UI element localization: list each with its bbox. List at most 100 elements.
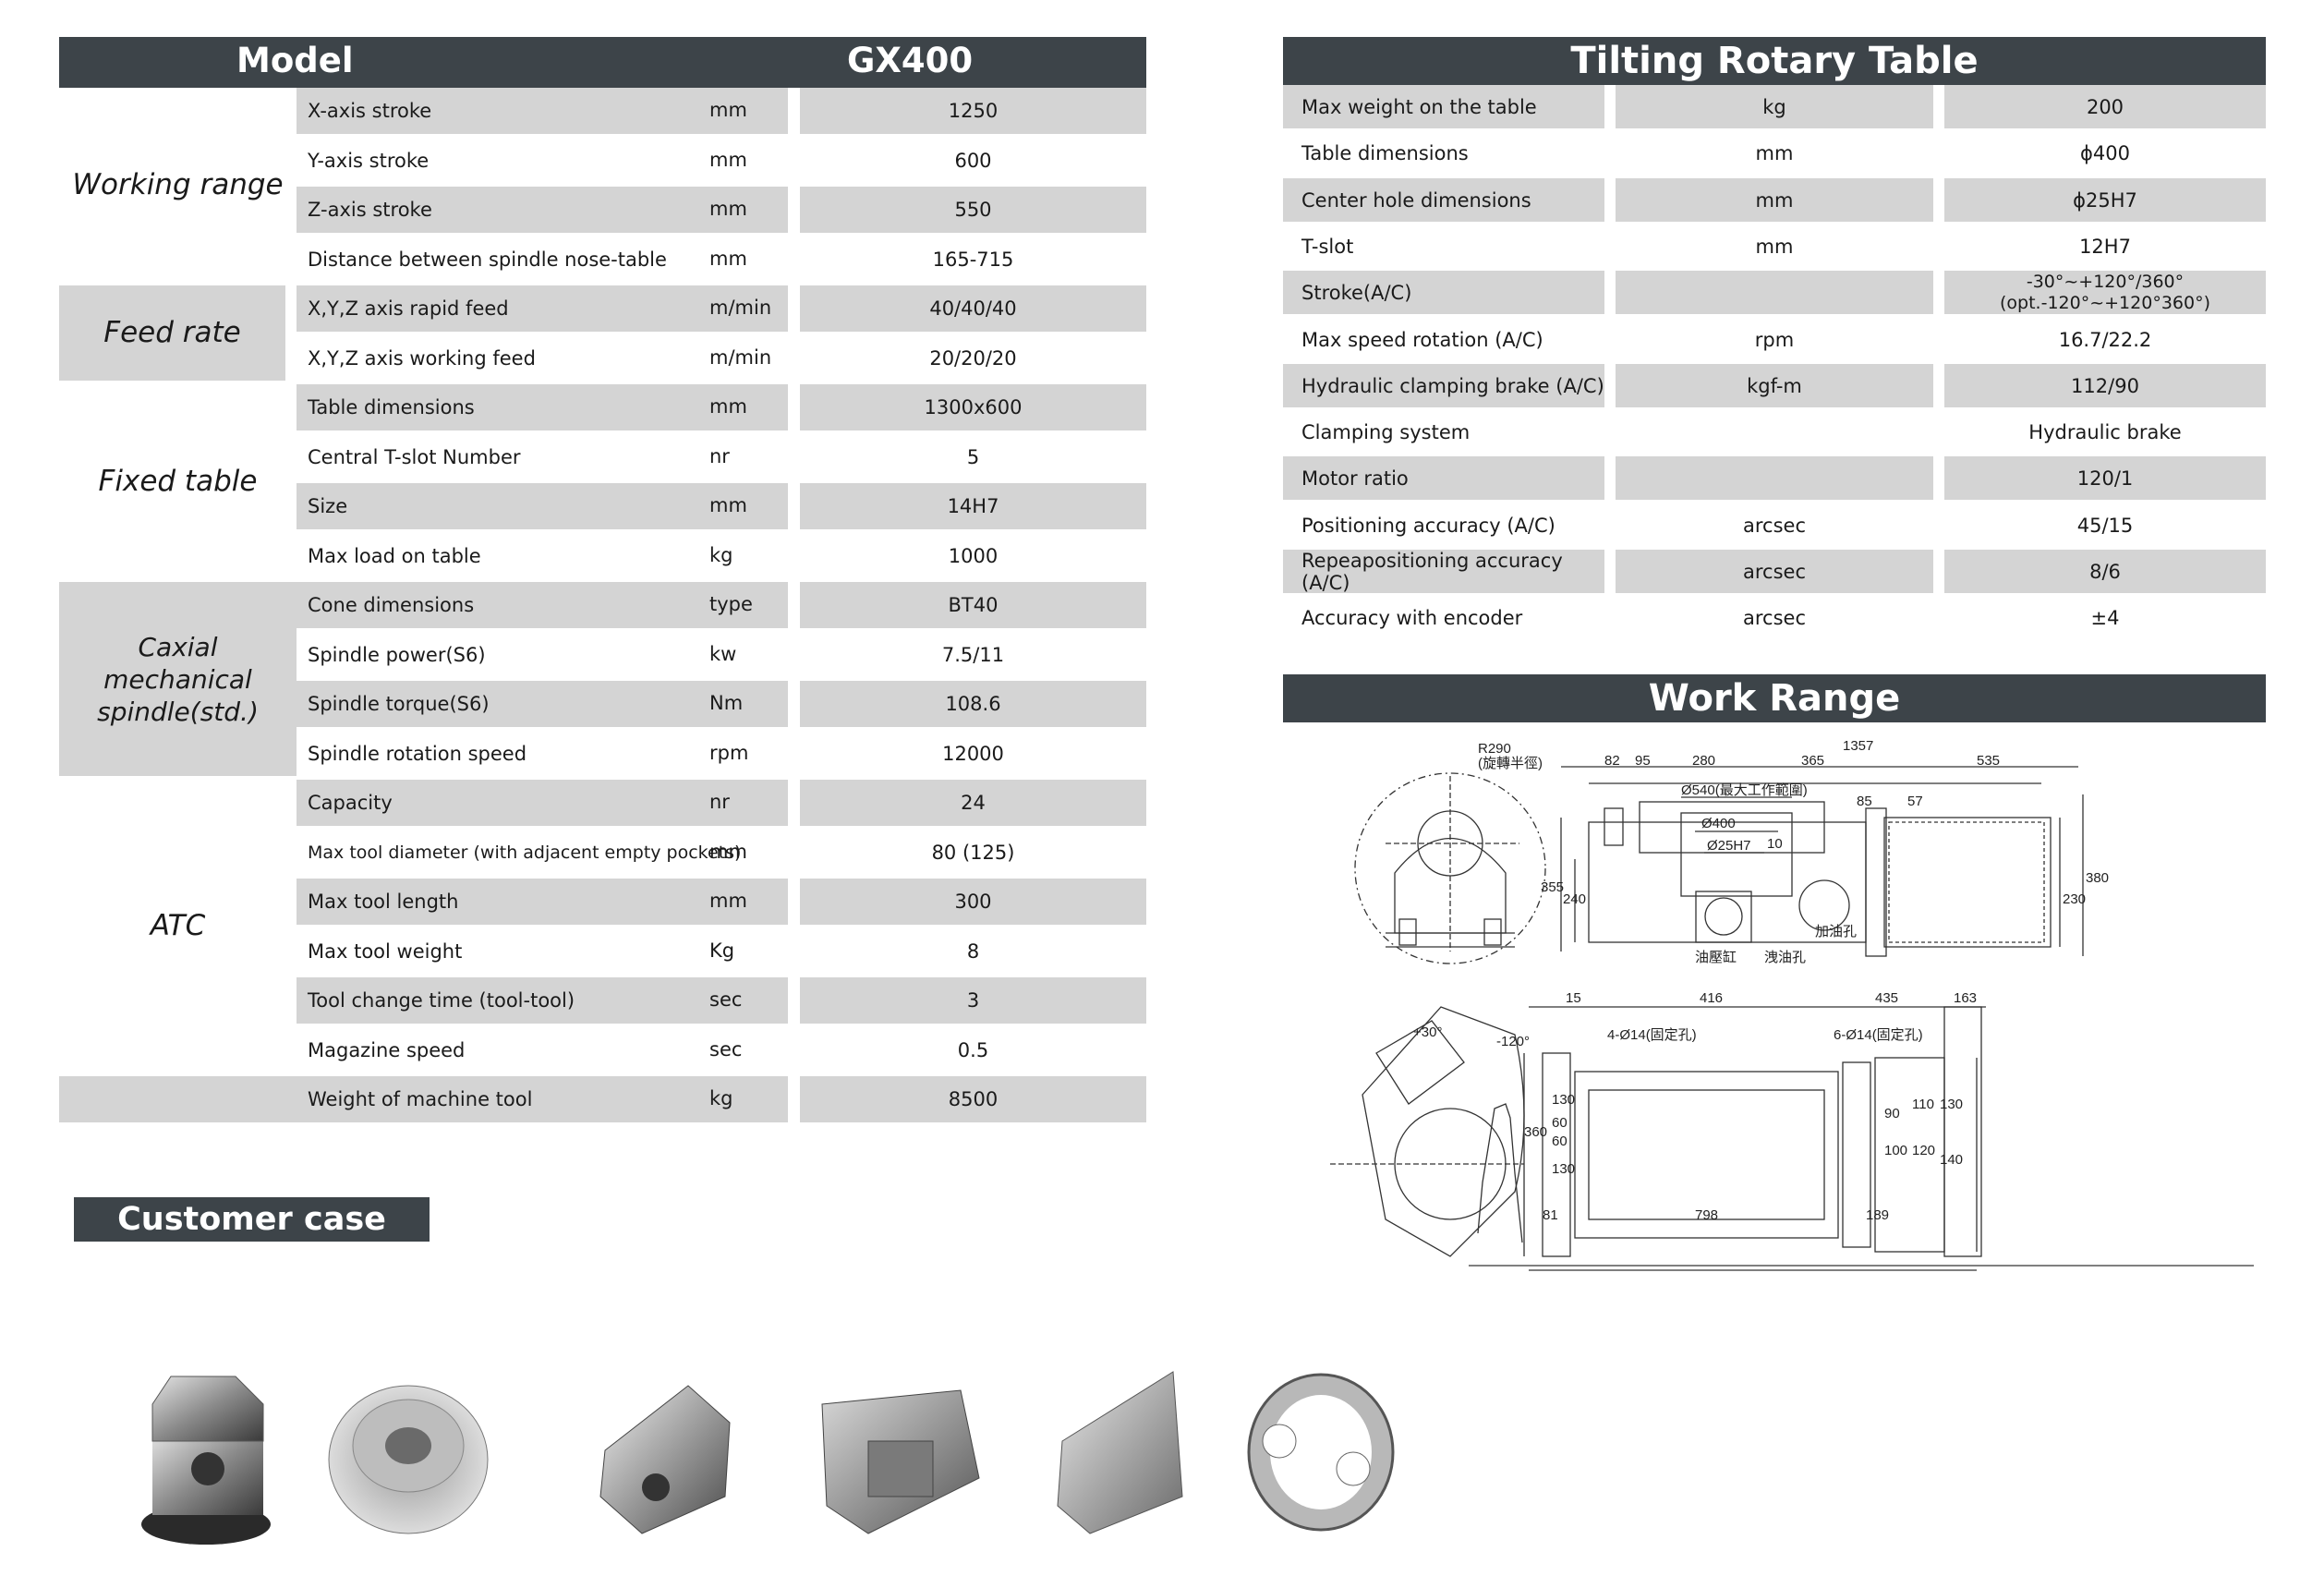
- spec-unit: mm: [709, 248, 747, 270]
- spec-unit: mm: [709, 494, 747, 516]
- spec-unit: sec: [709, 988, 743, 1011]
- spec-value: 300: [800, 879, 1146, 925]
- rotary-spec-unit: mm: [1755, 141, 1794, 164]
- dim-6x14: 6-Ø14(固定孔): [1834, 1027, 1923, 1043]
- weight-row-label-cell: [59, 1076, 297, 1122]
- dim-230: 230: [2063, 891, 2086, 907]
- spec-item: Tool change time (tool-tool): [297, 977, 788, 1024]
- customer-case-title: Customer case: [117, 1201, 386, 1238]
- dim-85: 85: [1857, 794, 1872, 809]
- dim-82: 82: [1604, 753, 1620, 769]
- spec-value: 1250: [800, 88, 1146, 134]
- spec-item: Magazine speed: [308, 1039, 466, 1061]
- rotary-spec-value: Hydraulic brake: [2028, 420, 2182, 443]
- spec-value: 550: [800, 187, 1146, 233]
- group-label: Caxial mechanical spindle(std.): [59, 582, 297, 776]
- spec-unit: mm: [709, 841, 747, 863]
- tilting-rotary-table-title: Tilting Rotary Table: [1570, 40, 1979, 82]
- part-photo-4: [821, 1389, 980, 1534]
- spec-item: X,Y,Z axis working feed: [308, 347, 536, 370]
- spec-unit: Nm: [709, 692, 744, 714]
- work-range-header: Work Range: [1283, 674, 2266, 722]
- label-drain: 洩油孔: [1764, 950, 1806, 965]
- spec-value: 80 (125): [931, 842, 1015, 864]
- dim-163: 163: [1954, 990, 1977, 1006]
- rotary-spec-unit: arcsec: [1743, 514, 1806, 537]
- spec-unit: mm: [709, 395, 747, 418]
- dim-25h7: Ø25H7: [1707, 838, 1751, 854]
- dim-798: 798: [1695, 1207, 1718, 1223]
- spec-item: Max tool diameter (with adjacent empty p…: [308, 842, 742, 863]
- dim-355: 355: [1541, 879, 1564, 895]
- spec-item: Weight of machine tool: [297, 1076, 788, 1122]
- dim-435: 435: [1875, 990, 1898, 1006]
- rotary-spec-value: -30°~+120°/360°(opt.-120°~+120°360°): [1944, 271, 2266, 314]
- dim-380: 380: [2086, 870, 2109, 886]
- work-range-title: Work Range: [1648, 677, 1901, 720]
- rotary-spec-value: 200: [1944, 85, 2266, 128]
- spec-item: Spindle torque(S6): [297, 681, 788, 727]
- rotary-spec-item: Stroke(A/C): [1283, 271, 1604, 314]
- work-range-drawing: R290 (旋轉半徑) 82 95 280 365 535 1357 Ø540(…: [1330, 739, 2254, 1271]
- spec-value: 165-715: [932, 249, 1014, 271]
- spec-unit: m/min: [709, 297, 772, 319]
- spec-item: Z-axis stroke: [297, 187, 788, 233]
- spec-unit: m/min: [709, 346, 772, 369]
- tilting-rotary-table-header: Tilting Rotary Table: [1283, 37, 2266, 85]
- rotary-spec-unit: kgf-m: [1616, 364, 1933, 407]
- spec-unit: nr: [709, 791, 730, 813]
- rotary-spec-unit: kg: [1616, 85, 1933, 128]
- spec-item: Cone dimensions: [297, 582, 788, 628]
- spec-value: BT40: [800, 582, 1146, 628]
- spec-item: Max tool weight: [308, 940, 463, 963]
- spec-item: Max tool length: [297, 879, 788, 925]
- rotary-spec-value: 8/6: [1944, 550, 2266, 593]
- dim-81: 81: [1543, 1207, 1558, 1223]
- dim-130c: 130: [1940, 1097, 1963, 1112]
- stroke-value-line2: (opt.-120°~+120°360°): [2000, 292, 2210, 313]
- dim-140: 140: [1940, 1152, 1963, 1168]
- rotary-spec-value: ±4: [2090, 606, 2120, 629]
- group-label: Working range: [72, 167, 284, 201]
- front-view: [1330, 1006, 2254, 1271]
- rotary-spec-item: Max weight on the table: [1283, 85, 1604, 128]
- stroke-value-line1: -30°~+120°/360°: [2026, 271, 2185, 292]
- dim-r290: R290: [1478, 741, 1511, 757]
- spec-value: 8: [966, 940, 980, 963]
- rotary-spec-item: Center hole dimensions: [1283, 178, 1604, 222]
- part-photo-1: [141, 1376, 271, 1545]
- rotary-spec-item: Accuracy with encoder: [1301, 606, 1523, 629]
- dim-130a: 130: [1552, 1092, 1575, 1108]
- spec-unit: nr: [709, 445, 730, 467]
- spec-unit: mm: [709, 99, 747, 121]
- dim-1357: 1357: [1843, 739, 1873, 754]
- rotary-spec-value: 16.7/22.2: [2058, 328, 2152, 351]
- dim-535: 535: [1977, 753, 2000, 769]
- spec-item: Capacity: [297, 780, 788, 826]
- spec-unit: Kg: [709, 939, 735, 962]
- dim-189: 189: [1866, 1207, 1889, 1223]
- spec-value: 40/40/40: [800, 285, 1146, 332]
- group-label: ATC: [150, 909, 206, 943]
- spec-item: Y-axis stroke: [308, 150, 430, 172]
- part-photo-5: [1057, 1371, 1183, 1534]
- group-label: Feed rate: [59, 285, 285, 381]
- dim-400: Ø400: [1701, 816, 1736, 831]
- spec-value: 7.5/11: [941, 644, 1005, 666]
- dim-130b: 130: [1552, 1161, 1575, 1177]
- rotary-spec-unit: mm: [1616, 178, 1933, 222]
- spec-item: Distance between spindle nose-table: [308, 249, 667, 271]
- spec-unit: type: [709, 593, 753, 615]
- spec-unit: mm: [709, 198, 747, 220]
- rotary-spec-item: Hydraulic clamping brake (A/C): [1283, 364, 1604, 407]
- dim-r290-note: (旋轉半徑): [1478, 756, 1543, 771]
- dim-110: 110: [1912, 1097, 1934, 1112]
- rotary-spec-unit: [1616, 271, 1933, 314]
- dim-540: Ø540(最大工作範圍): [1681, 782, 1808, 798]
- spec-value: 12000: [942, 743, 1004, 765]
- spec-value: 14H7: [800, 483, 1146, 529]
- rotary-spec-unit: mm: [1755, 235, 1794, 258]
- rotary-spec-item: Clamping system: [1301, 420, 1471, 443]
- rotary-spec-value: ϕ400: [2080, 141, 2130, 164]
- spec-value: 1300x600: [800, 384, 1146, 430]
